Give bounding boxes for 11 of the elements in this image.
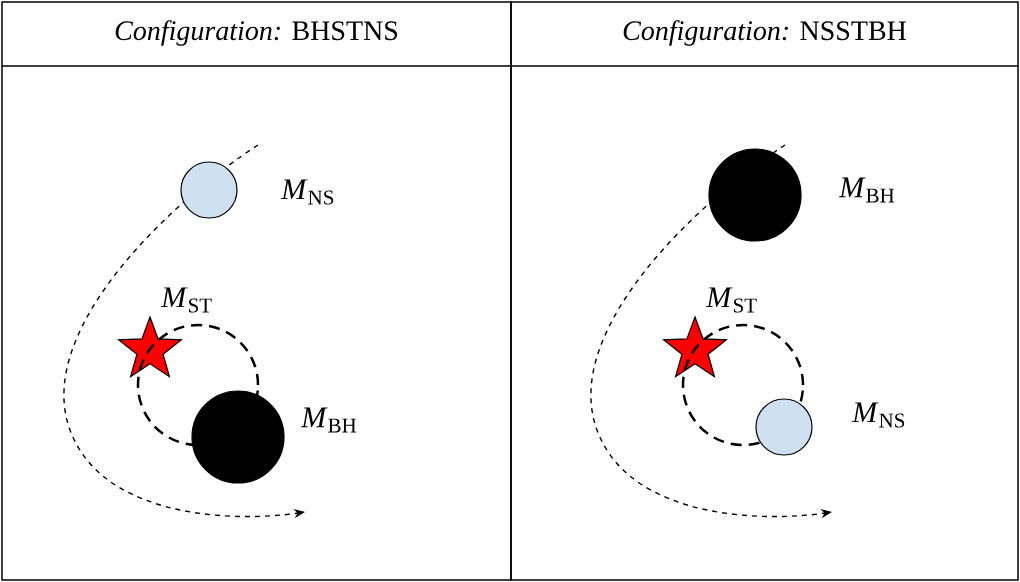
circle [755, 398, 813, 456]
mass-label: M$_{BH}$ [300, 407, 357, 433]
mass-label: M$_{BH}$ [838, 177, 895, 203]
mass-label: M$_{ST}$ [160, 287, 212, 313]
circle [180, 161, 238, 219]
circle [191, 390, 285, 484]
mass-label: M$_{ST}$ [705, 287, 757, 313]
mass-label: M$_{NS}$ [280, 179, 334, 205]
orbit-circle [681, 323, 805, 447]
mass-label: M$_{NS}$ [851, 402, 905, 428]
circle [708, 148, 802, 242]
